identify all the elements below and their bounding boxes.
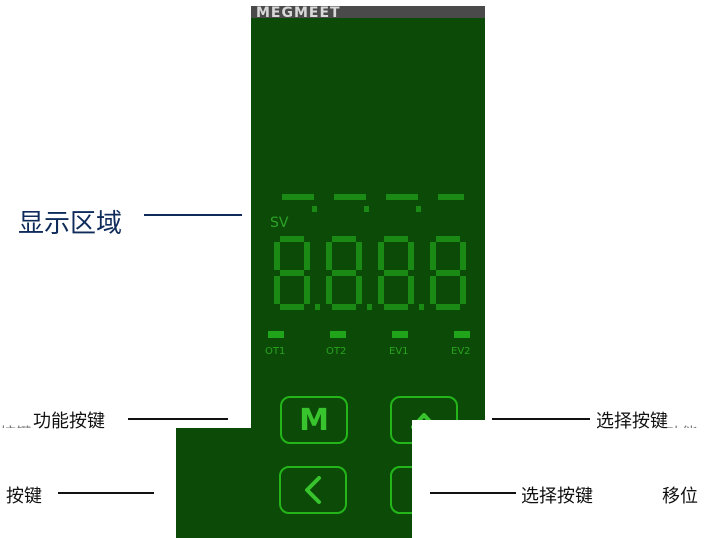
segment-c	[356, 276, 362, 304]
segment-c	[408, 276, 414, 304]
segment-f	[326, 242, 332, 270]
segment-a	[384, 236, 408, 242]
function-key-label: 功能按键	[33, 411, 105, 432]
select-key-line-bottom	[430, 492, 516, 494]
ev1-led	[392, 331, 408, 338]
segment-a	[332, 236, 356, 242]
down-button-edge	[390, 466, 412, 514]
segment-e	[274, 276, 280, 304]
segment-d	[384, 304, 408, 310]
segment-a	[436, 236, 460, 242]
chevron-left-icon	[305, 476, 321, 504]
segment-dp	[315, 304, 320, 310]
segment-b	[460, 242, 466, 270]
shift-label: 移位	[662, 486, 698, 507]
display-area-label: 显示区域	[18, 209, 123, 239]
segment-d	[280, 304, 304, 310]
segment-g	[384, 270, 408, 276]
segment-e	[326, 276, 332, 304]
segment-b	[356, 242, 362, 270]
crop-cut-right	[412, 420, 706, 538]
segment-e	[430, 276, 436, 304]
segment-f	[378, 242, 384, 270]
ot2-led	[330, 331, 346, 338]
function-key-line	[128, 418, 228, 420]
pv-display	[282, 194, 464, 212]
device-panel	[251, 18, 485, 428]
fragment-text-right: 功能	[666, 420, 698, 428]
segment-g	[332, 270, 356, 276]
segment-f	[430, 242, 436, 270]
select-key-label-bottom: 选择按键	[521, 486, 593, 507]
segment-d	[436, 304, 460, 310]
segment-e	[378, 276, 384, 304]
key-label-left: 按键	[6, 486, 42, 507]
segment-b	[408, 242, 414, 270]
crop-cut-left	[0, 422, 176, 538]
m-button-label: M	[299, 402, 329, 438]
segment-c	[304, 276, 310, 304]
sv-label: SV	[270, 215, 289, 231]
fragment-text-left: 按键	[0, 420, 32, 428]
segment-b	[304, 242, 310, 270]
sv-display	[274, 236, 466, 310]
key-line-left	[58, 492, 154, 494]
ot2-label: OT2	[326, 346, 347, 357]
segment-d	[332, 304, 356, 310]
device-top-strip	[251, 6, 485, 18]
brand-logo: MEGMEET	[256, 5, 341, 21]
ev1-label: EV1	[389, 346, 409, 357]
ot1-label: OT1	[265, 346, 286, 357]
segment-g	[280, 270, 304, 276]
m-button[interactable]: M	[280, 396, 348, 444]
segment-a	[280, 236, 304, 242]
left-button[interactable]	[279, 466, 347, 514]
ev2-label: EV2	[451, 346, 471, 357]
segment-f	[274, 242, 280, 270]
select-key-line-right	[492, 418, 590, 420]
select-key-label-right: 选择按键	[596, 411, 668, 432]
segment-g	[436, 270, 460, 276]
ot1-led	[268, 331, 284, 338]
ev2-led	[454, 331, 470, 338]
segment-c	[460, 276, 466, 304]
segment-dp	[419, 304, 424, 310]
display-area-line	[144, 214, 242, 216]
segment-dp	[367, 304, 372, 310]
